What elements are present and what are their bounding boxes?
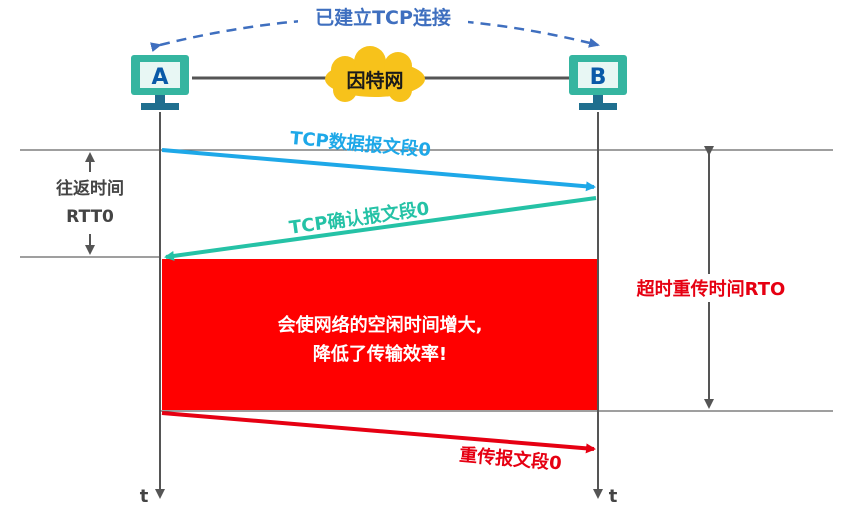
rtt-label-line1: 往返时间 (56, 178, 124, 199)
retransmit-label: 重传报文段0 (458, 444, 562, 475)
retransmit-arrow (161, 411, 596, 454)
time-axis-b-label: t (609, 486, 618, 507)
rto-label-bg (618, 274, 804, 302)
connection-label: 已建立TCP连接 (315, 6, 451, 29)
host-a-computer-icon (131, 55, 189, 110)
segment-arrow (161, 148, 596, 192)
connection-label-bg (298, 4, 468, 28)
ack-label: TCP确认报文段0 (288, 197, 431, 238)
ack-arrow (164, 196, 597, 261)
network-label: 因特网 (346, 70, 403, 92)
idle-note-line1: 会使网络的空闲时间增大, (278, 314, 483, 336)
time-axis-a-label: t (140, 486, 149, 507)
host-a-label: A (151, 65, 168, 90)
cloud-icon (325, 46, 425, 102)
host-b-computer-icon (569, 55, 627, 110)
idle-period-block (162, 259, 598, 410)
idle-note-line2: 降低了传输效率! (313, 343, 447, 365)
segment-label: TCP数据报文段0 (289, 127, 432, 161)
rto-label: 超时重传时间RTO (637, 278, 786, 300)
rtt-label-line2: RTT0 (66, 207, 114, 227)
host-b-label: B (590, 65, 607, 90)
